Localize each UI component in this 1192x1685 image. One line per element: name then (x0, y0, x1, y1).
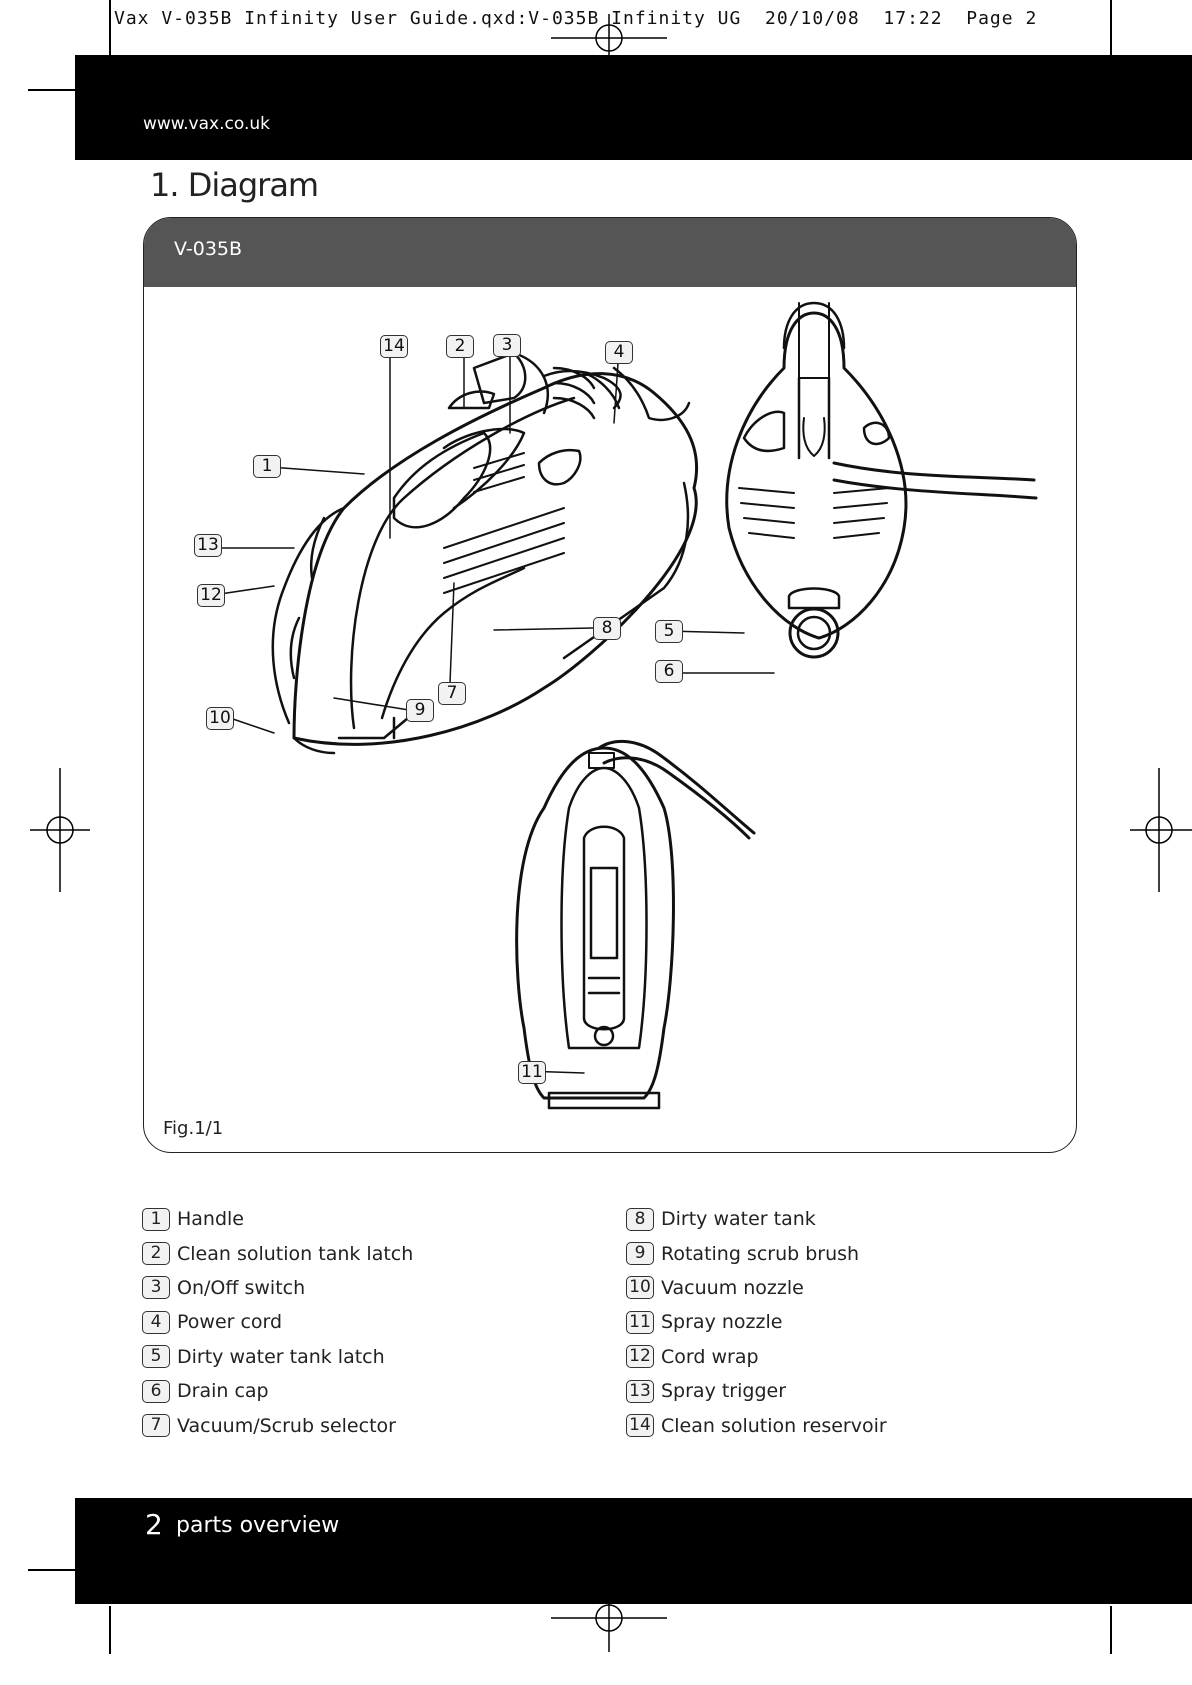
figure-caption: Fig.1/1 (163, 1118, 224, 1139)
part-number: 8 (626, 1207, 654, 1231)
list-item: 5 Dirty water tank latch (142, 1340, 413, 1374)
part-label: Drain cap (177, 1380, 269, 1403)
list-item: 13 Spray trigger (626, 1374, 887, 1408)
part-label: Spray trigger (661, 1380, 787, 1403)
crop-mark (109, 0, 111, 68)
footer-section-title: parts overview (176, 1513, 340, 1538)
side-view-illustration (271, 351, 699, 755)
print-slug: Vax V-035B Infinity User Guide.qxd:V-035… (114, 8, 1038, 29)
part-number: 9 (626, 1242, 654, 1266)
part-number: 14 (626, 1414, 654, 1438)
list-item: 3 On/Off switch (142, 1271, 413, 1305)
front-view-illustration (725, 301, 1038, 659)
rear-view-illustration (515, 739, 756, 1110)
part-number: 4 (142, 1310, 170, 1334)
part-label: Power cord (177, 1311, 283, 1334)
part-number: 13 (626, 1379, 654, 1403)
part-label: Vacuum/Scrub selector (177, 1414, 396, 1437)
part-number: 6 (142, 1379, 170, 1403)
part-number: 12 (626, 1345, 654, 1369)
list-item: 11 Spray nozzle (626, 1305, 887, 1339)
part-label: Handle (177, 1208, 245, 1231)
crop-mark (1110, 1606, 1112, 1654)
part-number: 10 (626, 1276, 654, 1300)
footer-band (75, 1498, 1192, 1604)
part-number: 2 (142, 1242, 170, 1266)
callout-14: 14 (380, 335, 408, 358)
part-label: Clean solution reservoir (661, 1414, 887, 1437)
list-item: 12 Cord wrap (626, 1340, 887, 1374)
part-label: Clean solution tank latch (177, 1242, 414, 1265)
header-band (75, 55, 1192, 160)
callout-8: 8 (593, 617, 621, 640)
product-illustration (219, 301, 1038, 1110)
page-number: 2 (145, 1508, 163, 1541)
callout-7: 7 (438, 682, 466, 705)
list-item: 8 Dirty water tank (626, 1202, 887, 1236)
parts-list-left: 1 Handle 2 Clean solution tank latch 3 On/O… (142, 1202, 413, 1443)
website-url: www.vax.co.uk (143, 114, 270, 134)
crop-mark (28, 1569, 88, 1571)
part-label: Dirty water tank (661, 1208, 816, 1231)
callout-11: 11 (518, 1061, 546, 1084)
list-item: 4 Power cord (142, 1305, 413, 1339)
part-label: On/Off switch (177, 1276, 306, 1299)
registration-mark-top (551, 14, 667, 70)
crop-mark (1110, 0, 1112, 68)
leader-lines (219, 352, 775, 1074)
part-number: 7 (142, 1414, 170, 1438)
callout-12: 12 (197, 584, 225, 607)
list-item: 1 Handle (142, 1202, 413, 1236)
callout-5: 5 (655, 620, 683, 643)
part-label: Spray nozzle (661, 1311, 783, 1334)
registration-mark-left (30, 768, 90, 892)
panel-header: V-035B (144, 218, 1076, 287)
part-number: 3 (142, 1276, 170, 1300)
list-item: 6 Drain cap (142, 1374, 413, 1408)
part-label: Cord wrap (661, 1345, 759, 1368)
diagram-panel: V-035B (143, 217, 1077, 1153)
crop-mark (109, 1606, 111, 1654)
callout-2: 2 (446, 335, 474, 358)
part-label: Vacuum nozzle (661, 1276, 804, 1299)
section-title: 1. Diagram (150, 166, 319, 204)
callout-3: 3 (493, 334, 521, 357)
callout-10: 10 (206, 707, 234, 730)
callout-13: 13 (194, 534, 222, 557)
callout-9: 9 (406, 699, 434, 722)
list-item: 9 Rotating scrub brush (626, 1236, 887, 1270)
registration-mark-right (1130, 768, 1192, 892)
list-item: 10 Vacuum nozzle (626, 1271, 887, 1305)
part-label: Dirty water tank latch (177, 1345, 385, 1368)
callout-4: 4 (605, 341, 633, 364)
crop-mark (28, 89, 88, 91)
part-label: Rotating scrub brush (661, 1242, 860, 1265)
list-item: 7 Vacuum/Scrub selector (142, 1408, 413, 1442)
part-number: 11 (626, 1310, 654, 1334)
callout-1: 1 (253, 455, 281, 478)
list-item: 14 Clean solution reservoir (626, 1408, 887, 1442)
part-number: 1 (142, 1207, 170, 1231)
list-item: 2 Clean solution tank latch (142, 1236, 413, 1270)
callout-6: 6 (655, 660, 683, 683)
part-number: 5 (142, 1345, 170, 1369)
model-number: V-035B (174, 238, 243, 260)
